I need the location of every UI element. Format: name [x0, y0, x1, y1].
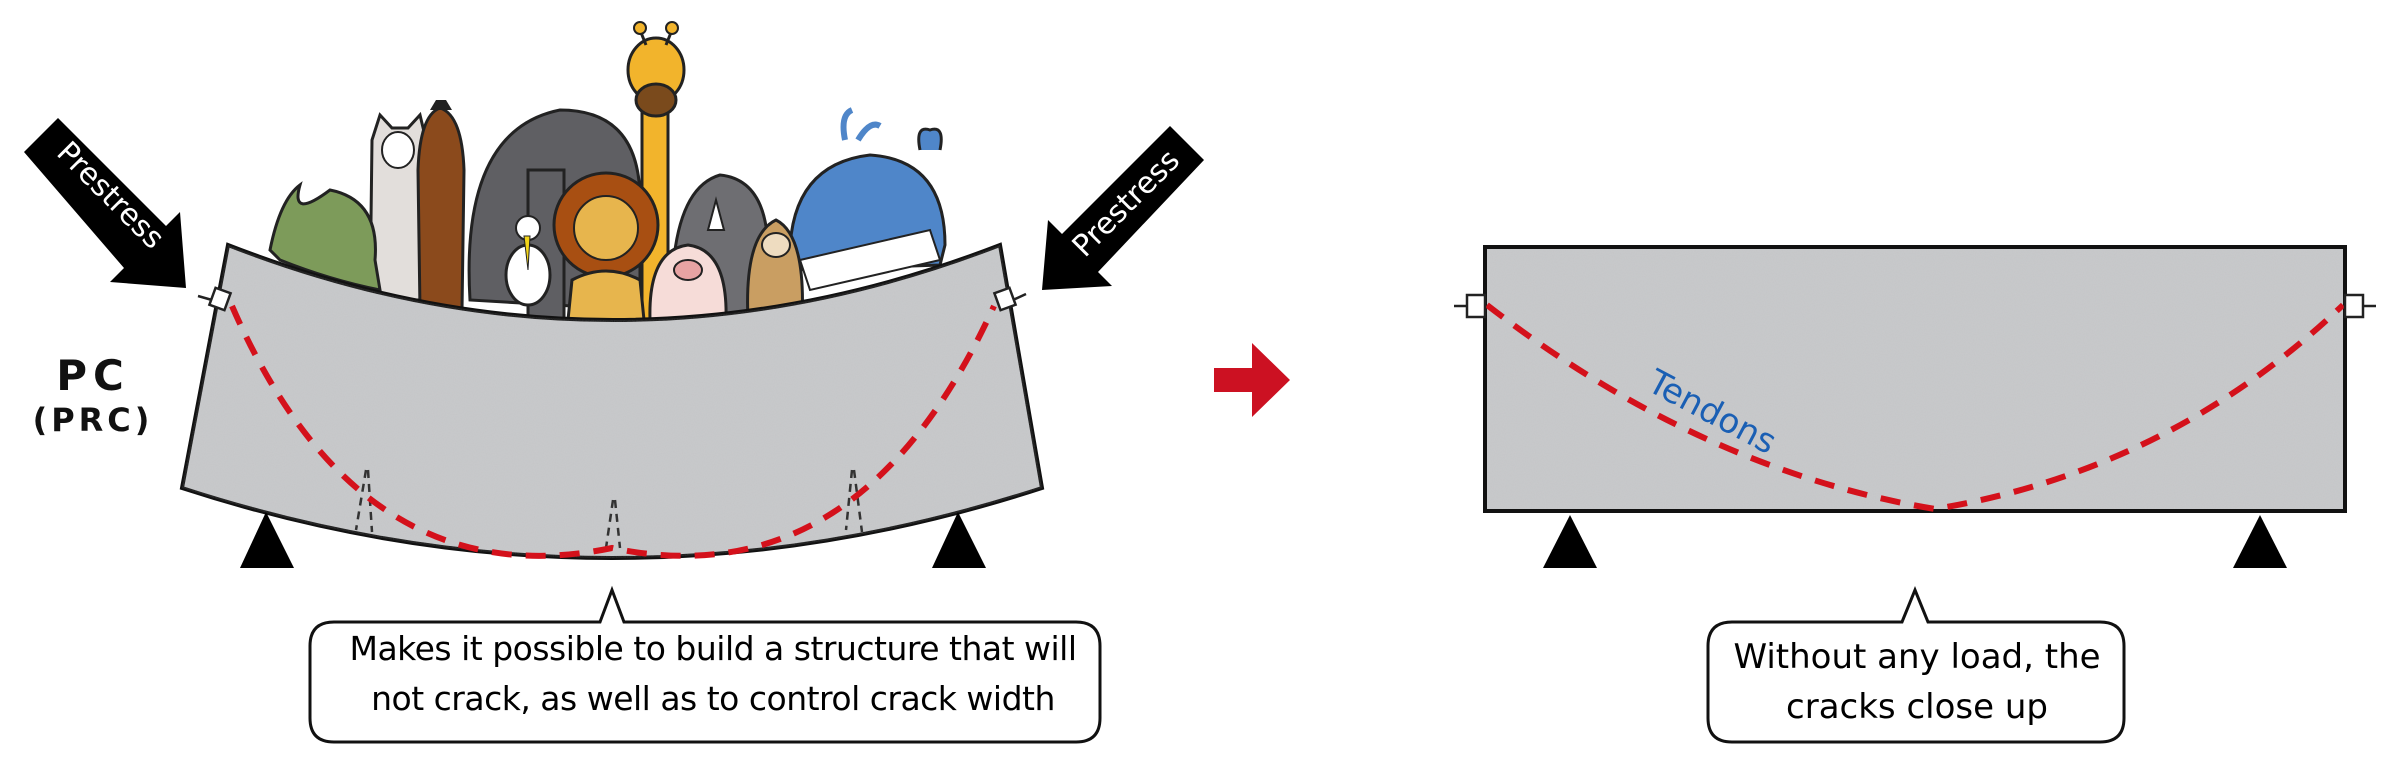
anchor-left	[1454, 293, 1487, 319]
callout-line: Without any load, the	[1733, 637, 2101, 677]
callout-line: Makes it possible to build a structure t…	[349, 629, 1077, 668]
animals-group	[268, 21, 947, 322]
anchor-right	[992, 286, 1027, 312]
right-arrow-icon	[1214, 343, 1290, 417]
prestress-arrow-left	[24, 118, 186, 288]
support-triangle	[2233, 515, 2287, 568]
crack	[354, 469, 368, 531]
prestress-arrow-right	[1042, 126, 1204, 290]
prc-subtitle: (PRC)	[32, 401, 154, 439]
callout-line: cracks close up	[1786, 687, 2048, 727]
otter-icon	[746, 218, 804, 322]
bird-icon	[504, 215, 552, 307]
callout-text-right: Without any load, the cracks close up	[1712, 632, 2122, 732]
giraffe-icon	[626, 21, 686, 322]
pc-label: PC (PRC)	[28, 352, 158, 440]
whale-icon	[788, 107, 947, 292]
anchor-right	[2343, 293, 2376, 319]
support-triangle	[240, 512, 294, 568]
concrete-texture	[182, 245, 1042, 558]
pig-icon	[648, 243, 728, 322]
horse-icon	[416, 100, 466, 312]
alpaca-icon	[368, 111, 428, 302]
callout-text-left: Makes it possible to build a structure t…	[318, 624, 1108, 724]
lion-icon	[552, 171, 660, 322]
concrete-texture	[1487, 249, 2343, 509]
tendon-left-beam	[229, 304, 997, 559]
support-triangle	[1543, 515, 1597, 568]
callout-line: not crack, as well as to control crack w…	[371, 679, 1055, 718]
support-triangle	[932, 512, 986, 568]
callout-bubble-right	[1706, 586, 2126, 744]
crack	[844, 469, 854, 531]
crack	[852, 469, 864, 533]
anchor-left	[197, 286, 233, 312]
callout-bubble-left	[308, 585, 1102, 744]
pc-title: PC	[56, 351, 130, 400]
